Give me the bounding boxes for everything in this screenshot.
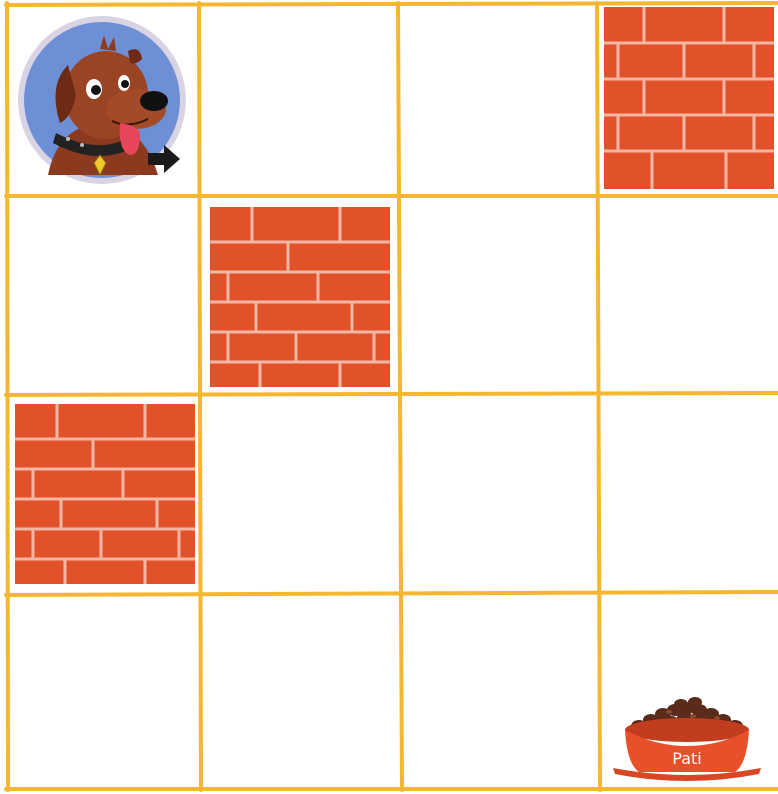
cell-r3-c2[interactable] xyxy=(400,596,596,786)
brick-wall-icon xyxy=(604,7,774,189)
brick-wall-icon xyxy=(210,207,390,387)
bowl-label: Pati xyxy=(672,749,701,768)
cell-r3-c0[interactable] xyxy=(8,596,198,786)
cell-r2-c3[interactable] xyxy=(599,397,778,593)
dog-icon xyxy=(8,5,198,195)
cell-r3-c3[interactable]: Pati xyxy=(599,596,778,786)
cell-r0-c2[interactable] xyxy=(400,5,596,195)
brick-wall-icon xyxy=(15,404,195,584)
food-bowl-icon: Pati xyxy=(599,596,778,786)
cell-r0-c3[interactable] xyxy=(604,7,774,189)
cell-r1-c0[interactable] xyxy=(8,198,198,394)
cell-r2-c1[interactable] xyxy=(201,397,397,593)
cell-r1-c2[interactable] xyxy=(400,198,596,394)
cell-r1-c1[interactable] xyxy=(210,207,390,387)
cell-r2-c2[interactable] xyxy=(400,397,596,593)
cell-r0-c0[interactable] xyxy=(8,5,198,195)
cell-r2-c0[interactable] xyxy=(15,404,195,584)
cell-r0-c1[interactable] xyxy=(201,5,397,195)
cell-r1-c3[interactable] xyxy=(599,198,778,394)
cell-r3-c1[interactable] xyxy=(201,596,397,786)
